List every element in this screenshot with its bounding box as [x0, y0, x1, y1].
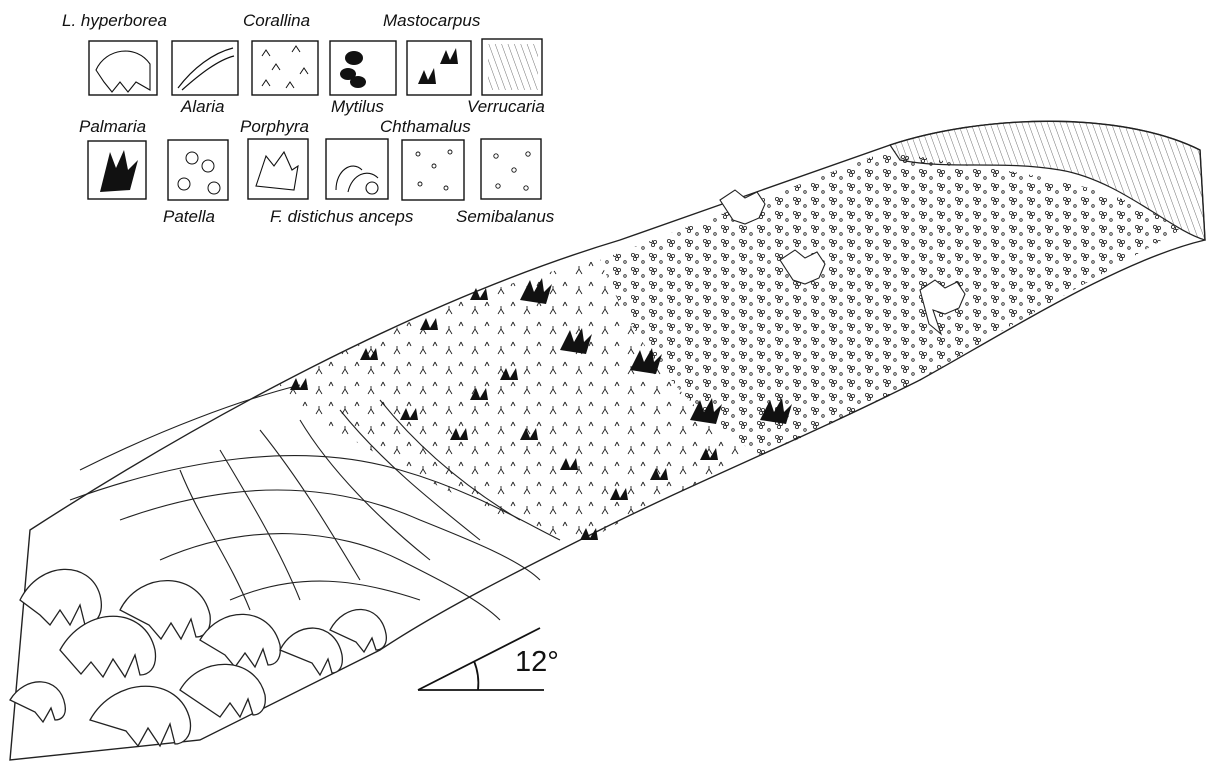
label-mytilus: Mytilus: [331, 98, 384, 115]
semibalanus-icon: [481, 139, 541, 199]
slope-angle-label: 12°: [515, 648, 559, 677]
mastocarpus-icon: [407, 41, 471, 95]
species-legend: [88, 39, 542, 200]
mytilus-icon: [330, 41, 396, 95]
corallina-icon: [252, 41, 318, 95]
label-palmaria: Palmaria: [79, 118, 146, 135]
label-alaria: Alaria: [181, 98, 224, 115]
fucus-distichus-icon: [326, 139, 388, 199]
label-porphyra: Porphyra: [240, 118, 309, 135]
label-verrucaria: Verrucaria: [467, 98, 545, 115]
label-mastocarpus: Mastocarpus: [383, 12, 480, 29]
label-f-distichus-anceps: F. distichus anceps: [270, 208, 413, 225]
label-semibalanus: Semibalanus: [456, 208, 554, 225]
label-chthamalus: Chthamalus: [380, 118, 471, 135]
chthamalus-icon: [402, 140, 464, 200]
label-corallina: Corallina: [243, 12, 310, 29]
label-patella: Patella: [163, 208, 215, 225]
label-l-hyperborea: L. hyperborea: [62, 12, 167, 29]
